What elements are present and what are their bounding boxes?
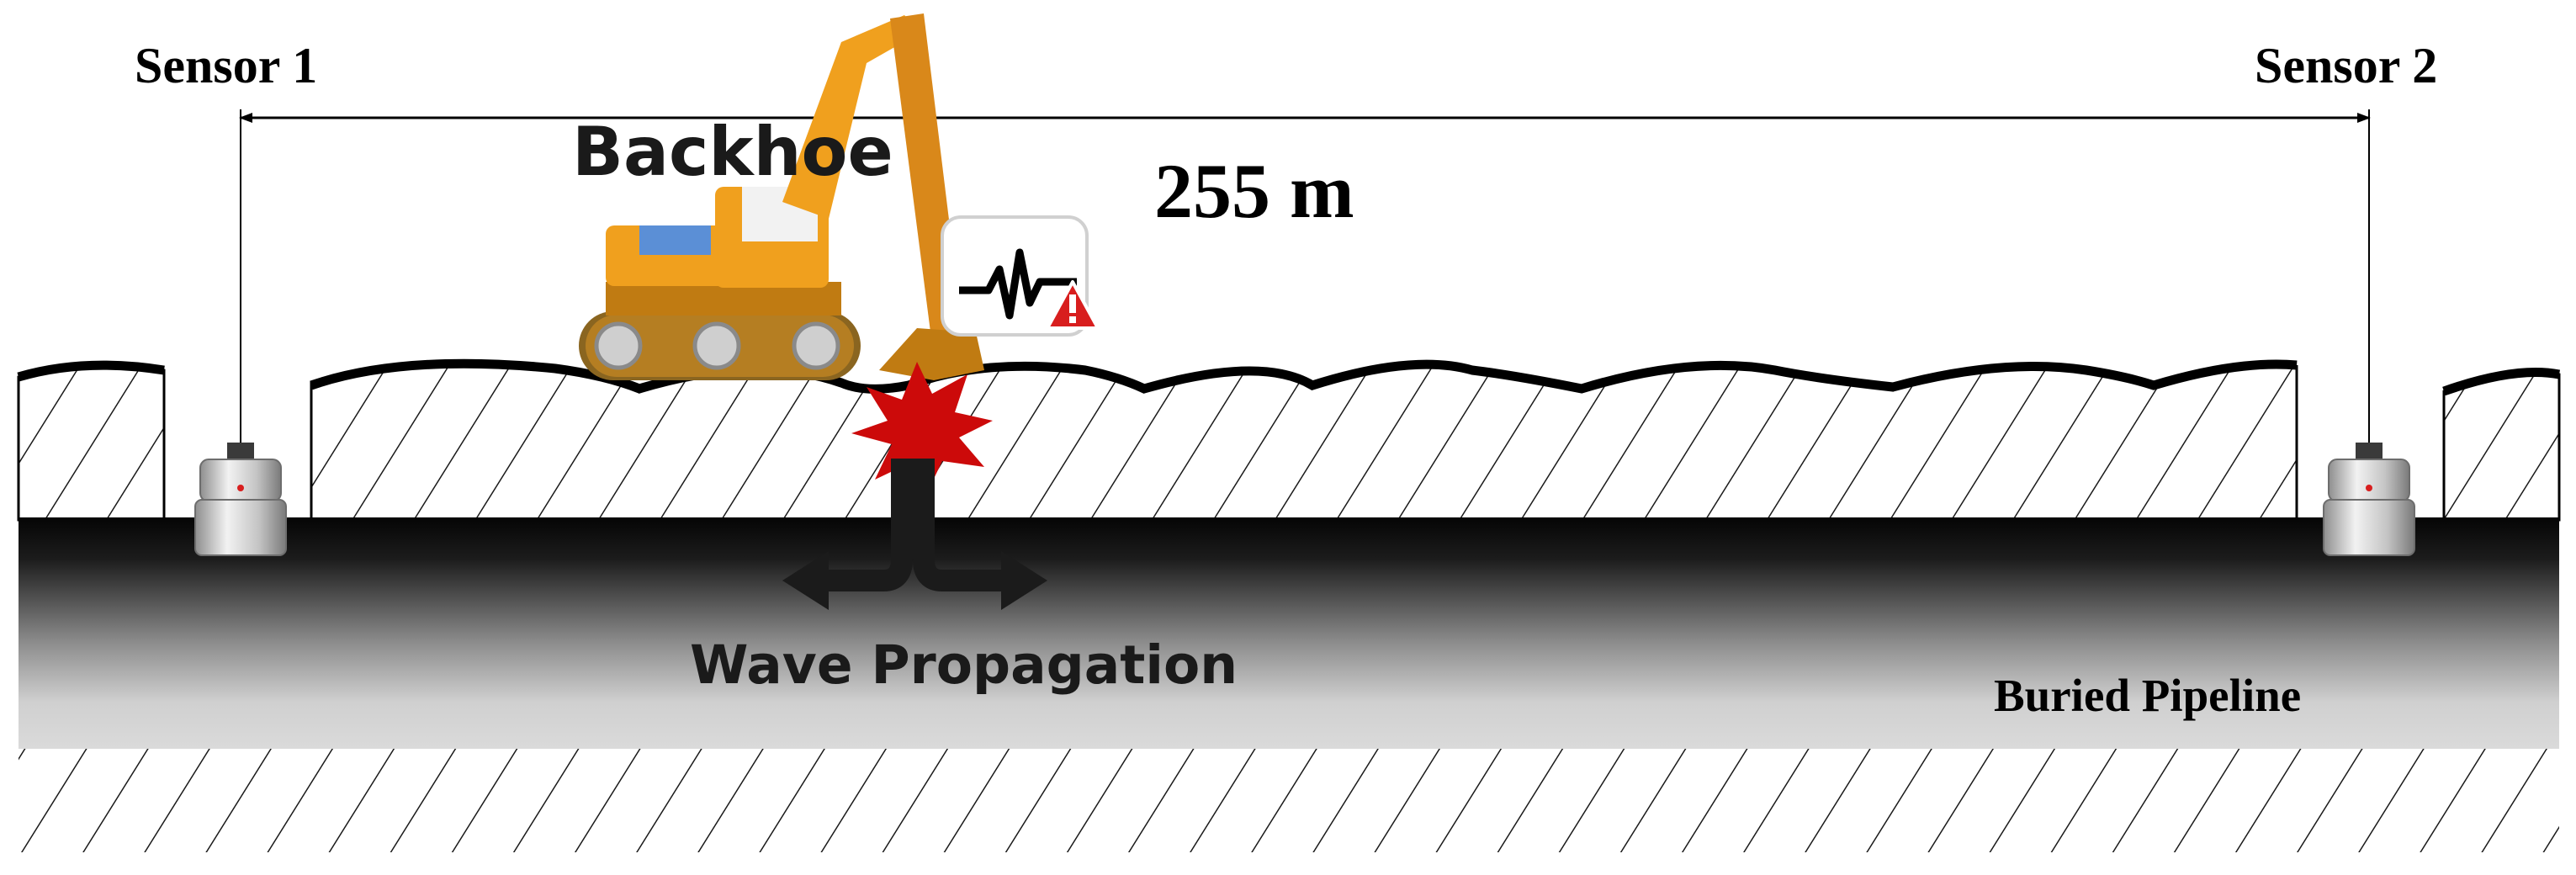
sensor-1-icon: [194, 443, 287, 556]
buried-pipeline: [19, 517, 2559, 749]
soil-left-segment: [17, 363, 166, 522]
soil-main-segment: [311, 363, 2297, 520]
wave-arrow-icon: [782, 459, 1047, 610]
soil-lower-layer: [19, 747, 2559, 852]
soil-right-segment: [2442, 371, 2561, 522]
sensor-2-icon: [2323, 443, 2415, 556]
wave-propagation-label: Wave Propagation: [690, 634, 1238, 696]
soil-layer: [17, 358, 2561, 522]
impact-burst-icon: [851, 362, 993, 496]
backhoe-label: Backhoe: [572, 113, 893, 191]
distance-dimension: [239, 109, 2371, 459]
sensor-1-label: Sensor 1: [135, 38, 317, 93]
distance-label: 255 m: [1154, 148, 1354, 234]
vibration-alert-icon: [941, 215, 1100, 337]
backhoe-icon: [579, 13, 984, 380]
sensor-2-label: Sensor 2: [2255, 38, 2437, 93]
ground-surface-line: [310, 358, 2298, 394]
buried-pipeline-label: Buried Pipeline: [1994, 670, 2301, 721]
